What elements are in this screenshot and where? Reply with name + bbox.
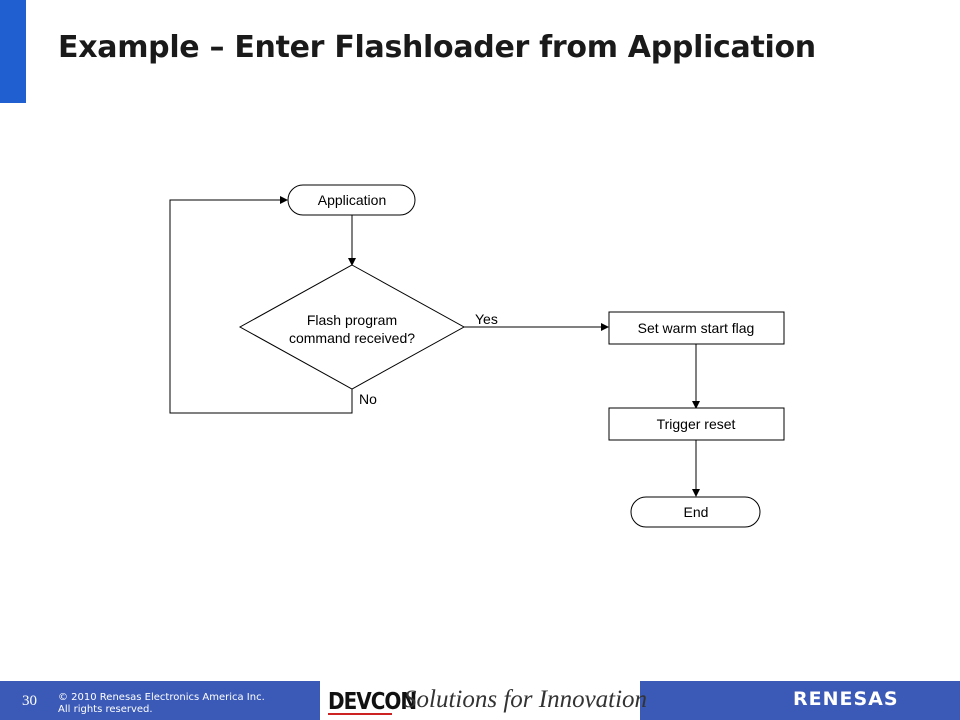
- copyright-line1: © 2010 Renesas Electronics America Inc.: [58, 692, 265, 703]
- trigger-reset-label: Trigger reset: [657, 416, 736, 432]
- copyright-line2: All rights reserved.: [58, 704, 153, 715]
- application-label: Application: [318, 192, 387, 208]
- decision-label-line1: Flash program: [307, 312, 397, 328]
- flowchart: Application Flash program command receiv…: [169, 184, 785, 528]
- yes-label: Yes: [475, 311, 498, 327]
- decision-label-line2: command received?: [289, 330, 415, 346]
- devcon-logo: DEVCON: [328, 687, 417, 715]
- set-flag-label: Set warm start flag: [638, 320, 755, 336]
- tagline: Solutions for Innovation: [404, 686, 648, 713]
- no-label: No: [359, 391, 377, 407]
- edge-no-loop: [169, 196, 353, 414]
- end-node: [630, 496, 761, 528]
- set-flag-node: [608, 311, 785, 345]
- copyright-notice: © 2010 Renesas Electronics America Inc. …: [58, 692, 265, 716]
- title-accent-bar: [0, 0, 26, 103]
- page-number: 30: [22, 693, 37, 709]
- devcon-logo-underline: [328, 713, 392, 715]
- slide-title: Example – Enter Flashloader from Applica…: [58, 30, 816, 65]
- end-label: End: [684, 504, 709, 520]
- renesas-logo: RENESAS: [793, 688, 899, 710]
- trigger-reset-node: [608, 407, 785, 441]
- devcon-banner: DEVCON Solutions for Innovation: [320, 681, 647, 720]
